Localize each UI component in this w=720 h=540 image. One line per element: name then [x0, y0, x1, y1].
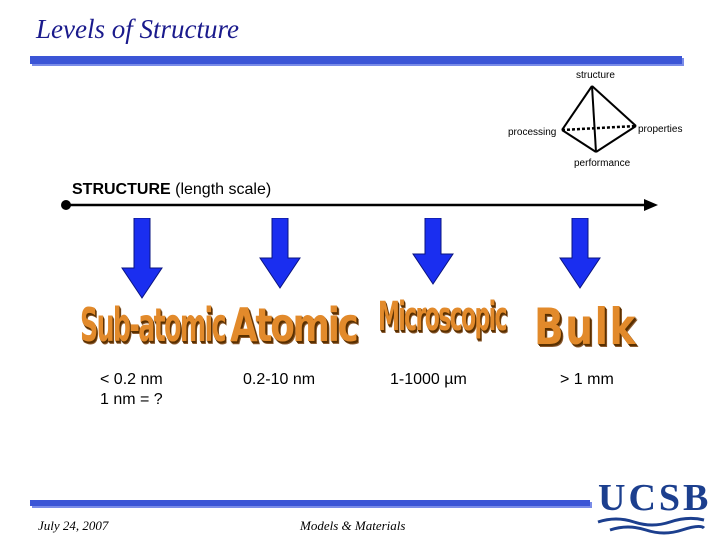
tetra-label-processing: processing — [508, 127, 557, 138]
level-word-atomic: Atomic — [230, 298, 359, 352]
tetra-edge-top-right — [591, 85, 637, 127]
scale-subatomic-line1: < 0.2 nm — [100, 371, 163, 388]
tetra-edge-top-left — [561, 85, 593, 131]
axis-title-bold: STRUCTURE — [72, 181, 171, 198]
footer-title: Models & Materials — [300, 518, 406, 533]
scale-subatomic-line2: 1 nm = ? — [100, 391, 163, 408]
tetra-edge-left-bottom — [561, 129, 597, 153]
level-word-subatomic: Sub-atomic — [80, 298, 227, 352]
title-underline-bar — [30, 56, 682, 64]
level-word-bulk: Bulk — [534, 298, 638, 356]
tetra-edge-right-bottom — [595, 125, 637, 153]
tetra-edge-top-bottom — [591, 85, 597, 153]
tetra-edge-hidden — [561, 124, 637, 132]
scale-bulk: > 1 mm — [560, 371, 614, 388]
materials-tetrahedron — [561, 85, 637, 153]
tetra-label-performance: performance — [574, 158, 631, 169]
arrow-down-icon — [559, 218, 601, 289]
length-scale-axis — [61, 199, 658, 211]
scale-microscopic: 1-1000 µm — [390, 371, 467, 388]
tetra-label-structure: structure — [576, 70, 615, 81]
level-word-microscopic: Microscopic — [378, 294, 508, 340]
scale-subatomic: < 0.2 nm 1 nm = ? — [100, 370, 163, 410]
footer-bar — [30, 500, 590, 506]
footer-date: July 24, 2007 — [38, 518, 109, 533]
scale-atomic: 0.2-10 nm — [243, 371, 316, 388]
ucsb-wave-icon — [597, 516, 706, 535]
tetra-label-properties: properties — [638, 124, 683, 135]
slide-title: Levels of Structure — [36, 14, 239, 44]
axis-title-rest: (length scale) — [170, 181, 272, 198]
arrow-down-icon — [259, 218, 301, 289]
arrow-down-icon — [412, 218, 454, 285]
axis-title: STRUCTURE (length scale) — [72, 181, 271, 199]
axis-arrowhead — [644, 199, 658, 211]
arrow-down-icon — [121, 218, 163, 299]
ucsb-logo: UCSB — [598, 477, 712, 519]
